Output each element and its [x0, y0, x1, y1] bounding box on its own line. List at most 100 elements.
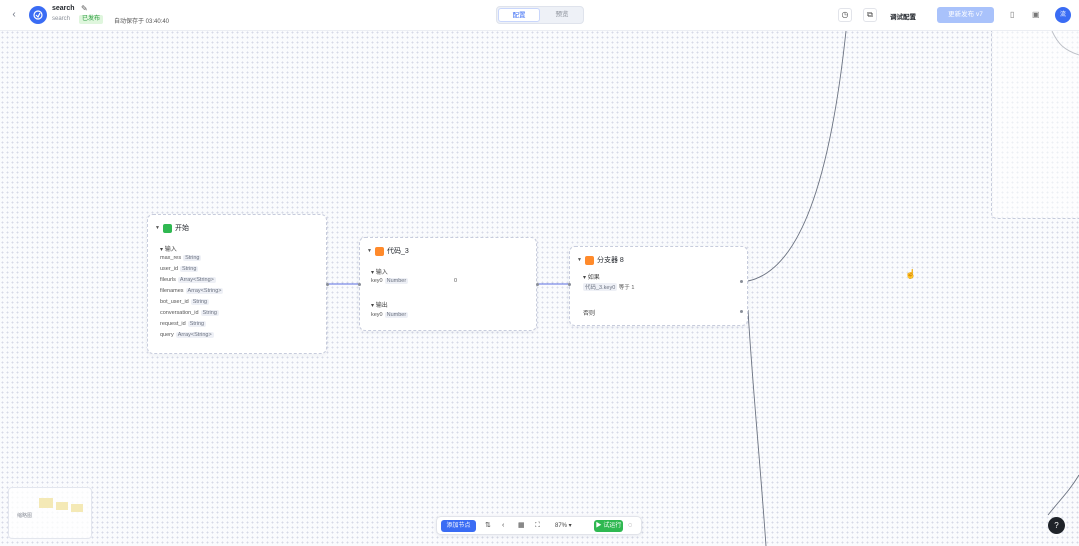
test-run-label: 试运行	[603, 523, 622, 529]
edit-pencil-icon[interactable]: ✎	[81, 4, 88, 13]
collapse-icon[interactable]: ‹	[502, 522, 505, 529]
code-node-header: ▼ 代码_3	[367, 246, 409, 256]
hand-cursor-icon: ☝	[905, 269, 917, 279]
minimap[interactable]: 缩略图	[8, 487, 92, 539]
code-input-label: 输入	[375, 270, 388, 276]
top-bar: ‹ search ✎ search 已发布 自动保存于 03:40:40 配置 …	[0, 0, 1079, 31]
zoom-level[interactable]: 87% ▾	[555, 523, 572, 529]
book-icon[interactable]: ▯	[1010, 10, 1015, 19]
minimap-label: 缩略图	[17, 513, 33, 519]
mode-switch: 配置 预览	[496, 6, 584, 24]
branch-if-condition: 代码_3.key0 等于 1	[583, 283, 634, 291]
start-input-section: ▾ 输入	[160, 247, 177, 253]
minimap-node	[39, 498, 53, 508]
history-icon[interactable]: ◷	[838, 8, 852, 22]
bottom-toolbar: 添加节点 ⇅ ‹ ▦ ⛶ 87% ▾ ▶ 试运行 ◌	[436, 516, 642, 535]
edge-branch-if	[747, 30, 847, 282]
copy-icon[interactable]: ⧉	[863, 8, 877, 22]
field-name: request_id	[160, 321, 186, 327]
debug-icon[interactable]: ◌	[628, 522, 633, 529]
start-icon	[162, 223, 172, 233]
fit-view-icon[interactable]: ⛶	[535, 522, 540, 529]
edge-branch-else	[747, 309, 767, 546]
minimap-node	[56, 502, 68, 510]
zoom-value: 87%	[555, 523, 568, 529]
tab-config[interactable]: 配置	[498, 8, 540, 22]
branch-icon	[584, 255, 594, 265]
autosave-status: 自动保存于 03:40:40	[114, 19, 170, 25]
branch-if-label: 如果	[587, 275, 600, 281]
branch-input-port[interactable]	[568, 283, 571, 286]
field-type: Number	[384, 278, 409, 284]
branch-node-header: ▼ 分支器 8	[577, 255, 624, 265]
field-type: String	[187, 321, 207, 327]
field-name: bot_user_id	[160, 299, 189, 305]
field-type: String	[180, 266, 199, 272]
field-type: Array<String>	[175, 332, 214, 338]
start-node-title: 开始	[174, 225, 189, 232]
save-icon[interactable]: ▣	[1032, 10, 1040, 19]
condition-value: 1	[631, 285, 635, 291]
code-input-section: ▾ 输入	[371, 270, 388, 276]
field-name: query	[160, 332, 174, 338]
condition-operator: 等于	[618, 285, 630, 291]
app-logo	[29, 6, 47, 24]
status-badge: 已发布	[79, 15, 104, 24]
app-subtitle: search	[52, 16, 71, 22]
code-input-port[interactable]	[358, 283, 361, 286]
minimap-node	[71, 504, 83, 512]
branch-if-port[interactable]	[740, 280, 743, 283]
avatar[interactable]: 流	[1055, 7, 1071, 23]
layout-icon[interactable]: ⇅	[485, 522, 491, 529]
collapse-caret-icon[interactable]: ▼	[367, 248, 372, 254]
test-run-button[interactable]: ▶ 试运行	[594, 520, 623, 532]
condition-variable: 代码_3.key0	[583, 283, 618, 291]
start-node-header: ▼ 开始	[155, 223, 189, 233]
publish-button[interactable]: 更新发布 v7	[937, 7, 994, 23]
code-output-label: 输出	[375, 303, 388, 309]
help-button[interactable]: ?	[1048, 517, 1065, 534]
field-name: key0	[371, 278, 383, 284]
branch-if-section: ▾ 如果	[583, 275, 600, 281]
code-output-section: ▾ 输出	[371, 303, 388, 309]
start-output-port[interactable]	[326, 283, 329, 286]
env-config-button[interactable]: 调试配置	[890, 14, 916, 21]
field-type: Array<String>	[177, 277, 216, 283]
field-type: String	[183, 255, 202, 261]
code-icon	[374, 246, 384, 256]
start-input-label: 输入	[164, 247, 177, 253]
branch-node[interactable]: ▼ 分支器 8 ▾ 如果 代码_3.key0 等于 1 否则	[568, 246, 748, 326]
collapse-caret-icon[interactable]: ▼	[577, 257, 582, 263]
tab-preview[interactable]: 预览	[555, 11, 569, 18]
field-name: max_res	[160, 255, 182, 261]
edge-bottom-right	[1047, 474, 1079, 516]
app-logo-icon	[33, 10, 43, 20]
collapse-caret-icon[interactable]: ▼	[155, 225, 160, 231]
app-name: search	[52, 5, 75, 12]
branch-else-port[interactable]	[740, 310, 743, 313]
field-type: Number	[384, 312, 409, 318]
code-input-value: 0	[454, 278, 458, 284]
field-type: String	[190, 299, 210, 305]
grid-icon[interactable]: ▦	[518, 522, 525, 529]
branch-else-label: 否则	[583, 311, 596, 317]
field-name: conversation_id	[160, 310, 199, 316]
field-name: user_id	[160, 266, 179, 272]
field-name: key0	[371, 312, 383, 318]
field-name: fileurls	[160, 277, 176, 283]
back-icon[interactable]: ‹	[12, 9, 16, 20]
field-type: Array<String>	[185, 288, 224, 294]
field-name: filenames	[160, 288, 184, 294]
code-output-port[interactable]	[536, 283, 539, 286]
add-node-button[interactable]: 添加节点	[441, 520, 476, 532]
